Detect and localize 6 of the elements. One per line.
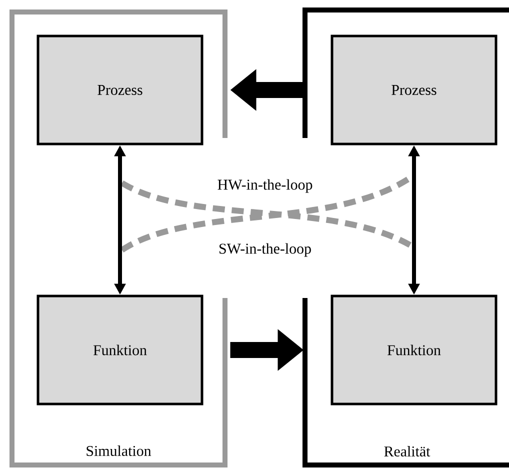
process-box: Prozess [330,34,498,146]
loop-label: HW-in-the-loop [218,179,312,193]
loop-label: SW-in-the-loop [220,243,311,257]
process-box: Prozess [36,34,204,146]
process-box: Funktion [36,294,204,406]
process-box: Funktion [330,294,498,406]
